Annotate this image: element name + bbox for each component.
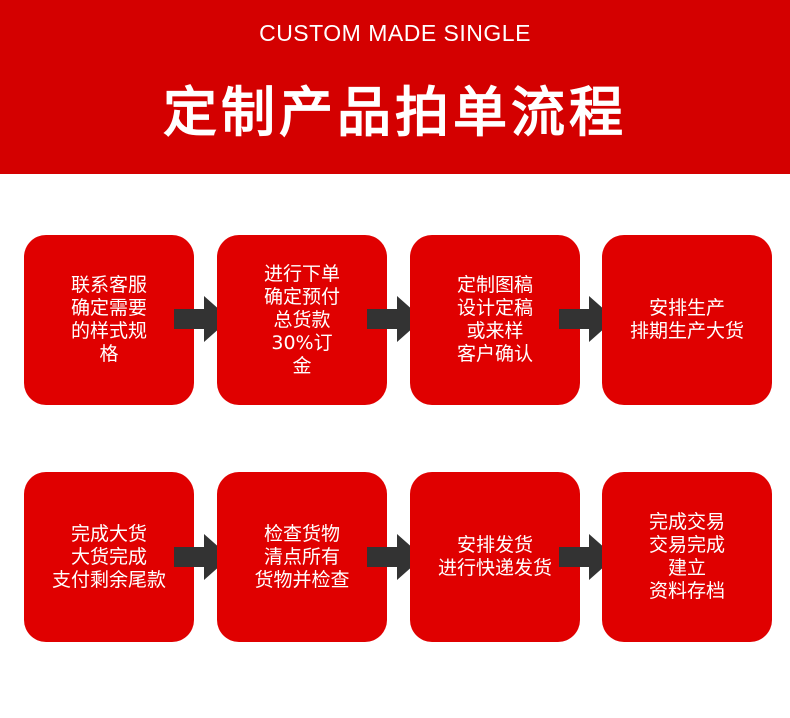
arrow-right-icon bbox=[367, 296, 423, 342]
step-8-label: 完成交易 交易完成 建立 资料存档 bbox=[648, 511, 725, 602]
step-2-label: 进行下单 确定预付 总货款 30%订 金 bbox=[263, 262, 340, 377]
step-6-label: 检查货物 清点所有 货物并检查 bbox=[254, 522, 350, 591]
arrow-right-icon bbox=[174, 534, 230, 580]
step-5-box: 完成大货 大货完成 支付剩余尾款 bbox=[24, 472, 194, 642]
arrow-right-icon bbox=[559, 296, 615, 342]
step-8-box: 完成交易 交易完成 建立 资料存档 bbox=[602, 472, 772, 642]
page-title: 定制产品拍单流程 bbox=[163, 81, 627, 144]
step-1-label: 联系客服 确定需要 的样式规 格 bbox=[70, 274, 147, 365]
step-7-box: 安排发货 进行快递发货 bbox=[410, 472, 580, 642]
header-banner: CUSTOM MADE SINGLE 定制产品拍单流程 bbox=[0, 0, 790, 174]
step-3-label: 定制图稿 设计定稿 或来样 客户确认 bbox=[456, 274, 533, 365]
step-3-box: 定制图稿 设计定稿 或来样 客户确认 bbox=[410, 235, 580, 405]
step-2-box: 进行下单 确定预付 总货款 30%订 金 bbox=[217, 235, 387, 405]
step-6-box: 检查货物 清点所有 货物并检查 bbox=[217, 472, 387, 642]
step-4-box: 安排生产 排期生产大货 bbox=[602, 235, 772, 405]
step-1-box: 联系客服 确定需要 的样式规 格 bbox=[24, 235, 194, 405]
step-7-label: 安排发货 进行快递发货 bbox=[437, 534, 552, 579]
header-subtitle: CUSTOM MADE SINGLE bbox=[259, 20, 531, 46]
arrow-right-icon bbox=[174, 296, 230, 342]
step-4-label: 安排生产 排期生产大货 bbox=[629, 297, 744, 342]
arrow-right-icon bbox=[559, 534, 615, 580]
arrow-right-icon bbox=[367, 534, 423, 580]
step-5-label: 完成大货 大货完成 支付剩余尾款 bbox=[51, 522, 166, 591]
